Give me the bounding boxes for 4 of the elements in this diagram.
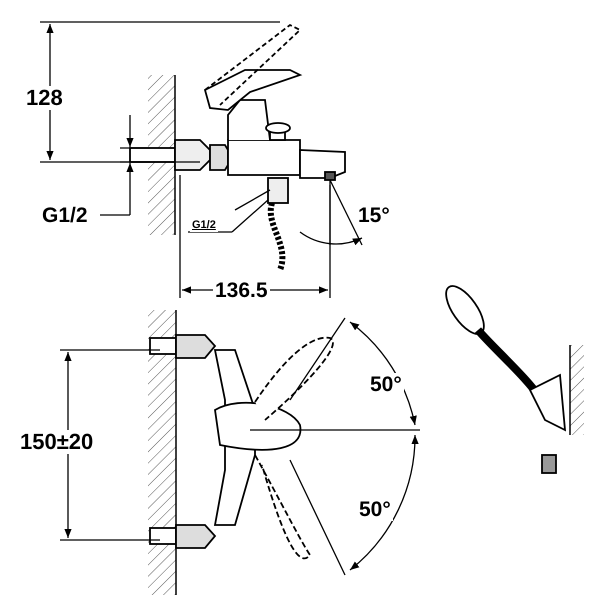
dimension-label: G1/2: [190, 219, 218, 232]
dimension-label: 150±20: [18, 430, 96, 454]
dimension-label: 50°: [357, 498, 393, 521]
dimension-label: 128: [24, 86, 65, 110]
